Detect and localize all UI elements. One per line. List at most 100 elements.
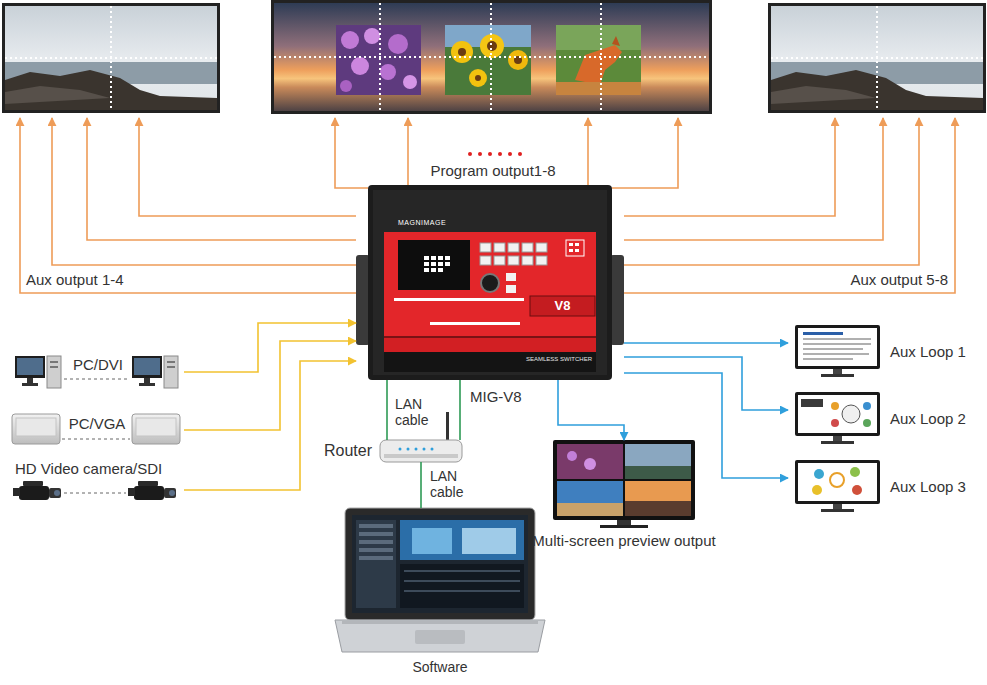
laptop-icon-part (400, 520, 524, 560)
switcher-device-part (610, 255, 624, 345)
pc-left (15, 356, 61, 388)
preview-monitor-part (625, 444, 691, 479)
switcher-device-part (522, 256, 533, 265)
led-wall-center-part (508, 50, 528, 70)
switcher-device-part (481, 274, 499, 292)
switcher-device-part (398, 240, 470, 290)
switcher-device-part (438, 262, 443, 266)
connector-label: LAN cable (395, 396, 439, 428)
switcher-device-part (424, 262, 429, 266)
device-name: MIG-V8 (470, 388, 522, 405)
pc-right (132, 356, 178, 388)
router-box: Router (380, 440, 462, 462)
connector (386, 380, 388, 440)
switcher-device-part (424, 268, 429, 272)
router-icon-part (399, 448, 402, 451)
aux-monitor-1-part (803, 338, 871, 340)
laptop-icon (335, 508, 545, 652)
preview-monitor-part (625, 466, 691, 479)
switcher-device-part (480, 256, 491, 265)
connector (184, 323, 356, 372)
led-wall-center-part (556, 25, 641, 95)
signal-name: PC/DVI (12, 356, 184, 373)
switcher-device-part (431, 262, 436, 266)
signal-name: HD Video camera/SDI (15, 460, 162, 477)
switcher-device-part (430, 322, 520, 325)
laptop-icon-part (352, 515, 528, 613)
switcher-device-part (384, 232, 596, 336)
laptop-icon-part (404, 580, 520, 582)
switcher-device-part (494, 256, 505, 265)
aux-monitor-box: Aux Loop 2 (788, 392, 882, 444)
dashed-link (62, 439, 130, 440)
switcher-device-part (508, 243, 519, 252)
laptop-icon-part (462, 528, 516, 554)
output-wires-part (624, 118, 835, 216)
preview-label: Multi-screen preview output (532, 532, 715, 549)
output-group-label: Aux output 1-4 (26, 271, 124, 288)
preview-monitor-part (553, 440, 695, 520)
output-group-label: Aux output 5-8 (800, 271, 948, 288)
switcher-device-part (494, 243, 505, 252)
connector (558, 380, 624, 440)
aux-monitor-1-part (803, 343, 871, 345)
output-wires-part (139, 118, 356, 216)
switcher-device-part (506, 273, 516, 281)
aux-monitor-3-part (795, 460, 880, 512)
ellipsis-dots (468, 152, 522, 156)
connector (184, 361, 356, 490)
preview-monitor-part (625, 501, 691, 516)
output-wires-part (407, 118, 409, 185)
router-label: Router (324, 442, 372, 460)
laptop-icon-part (359, 548, 393, 552)
output-wires-part (624, 118, 883, 240)
laptop-icon-part (359, 556, 393, 560)
laptop-icon-part (400, 564, 524, 608)
switcher-device-part (368, 185, 612, 380)
output-wires-part (612, 118, 678, 188)
switcher-device-part (424, 256, 429, 260)
router-icon-part (380, 440, 462, 462)
laptop-icon-part (359, 524, 393, 528)
switcher-device-part (536, 256, 547, 265)
router-icon-part (384, 454, 458, 458)
dashed-link (64, 379, 128, 380)
led-wall-center-part (612, 36, 620, 46)
vga-left (12, 414, 60, 444)
switcher-device-part (480, 243, 491, 252)
switcher-device-part (569, 243, 573, 246)
laptop-icon-part (412, 528, 452, 554)
switcher-device-part (384, 336, 596, 338)
output-wires-part (624, 118, 955, 293)
led-wall-center-part (475, 75, 481, 81)
aux-monitor-2-part (842, 405, 860, 423)
laptop-icon-part (359, 540, 393, 544)
output-wires-part (20, 118, 356, 293)
aux-monitor-3-part (812, 485, 822, 495)
led-wall-center-part (351, 57, 369, 75)
preview-monitor-part (617, 520, 631, 525)
output-wires-part (52, 118, 356, 265)
led-wall-center-part (575, 45, 622, 85)
led-wall-center (271, 0, 712, 114)
aux-monitor-2-part (863, 402, 871, 410)
connector (624, 357, 788, 410)
laptop-icon-part (342, 621, 538, 624)
switcher-device-part (431, 256, 436, 260)
aux-monitor-2-part (801, 399, 823, 407)
switcher-device-part (431, 268, 436, 272)
switcher-device-part (384, 338, 596, 352)
laptop-box: Software (335, 508, 545, 655)
monitor-label: Aux Loop 1 (890, 343, 966, 360)
switcher-device-part (445, 256, 450, 260)
switcher-device-part (536, 243, 547, 252)
aux-monitor-3-part (814, 469, 824, 479)
switcher-device-part (356, 255, 370, 345)
switcher-device-part (394, 298, 524, 301)
brand-logo: MAGNIMAGE (398, 219, 446, 227)
preview-monitor-part (584, 458, 596, 470)
led-wall-center-part (271, 0, 712, 114)
ellipsis-dots-part (518, 152, 522, 156)
